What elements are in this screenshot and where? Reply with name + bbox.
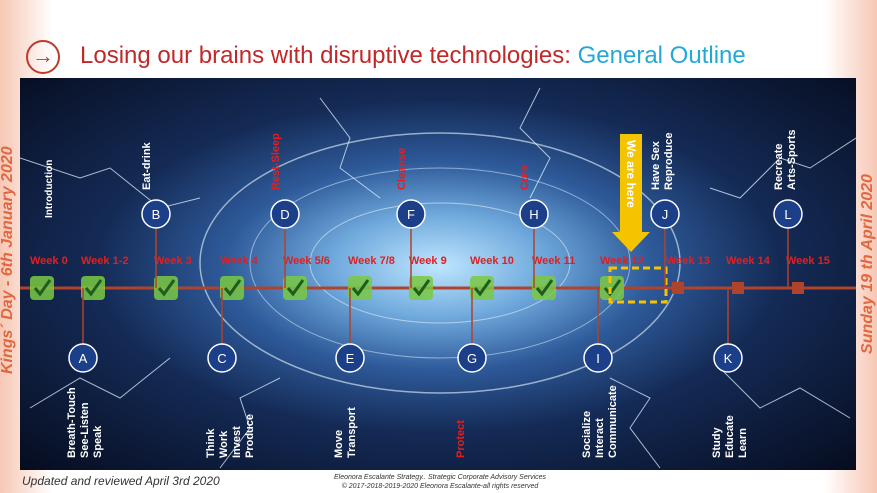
footer-copyright: Eleonora Escalante Strategy.. Strategic … xyxy=(300,473,580,491)
week-label: Week 0 xyxy=(30,255,68,267)
week-label: Week 14 xyxy=(726,255,771,267)
svg-text:H: H xyxy=(529,207,538,222)
arrow-right-circle-icon[interactable]: → xyxy=(26,40,60,74)
week-label: Week 12 xyxy=(600,255,644,267)
svg-text:I: I xyxy=(596,351,600,366)
topic-node-g: G xyxy=(457,343,487,373)
timeline-panel: Week 0 Week 1-2 Week 3 Week 4 Week 5/6 Week 7… xyxy=(20,78,856,470)
topic-node-l: L xyxy=(773,199,803,229)
svg-text:D: D xyxy=(280,207,289,222)
intro-label: Introduction xyxy=(44,160,55,218)
check-icon xyxy=(154,276,178,300)
topic-label: ThinkWorkInvestProduce xyxy=(205,414,256,458)
check-icon xyxy=(532,276,556,300)
topic-node-c: C xyxy=(207,343,237,373)
brain-lightning-background xyxy=(20,87,856,469)
svg-text:B: B xyxy=(152,207,161,222)
svg-text:K: K xyxy=(724,351,733,366)
we-are-here-text: We are here xyxy=(624,140,638,208)
week-marker xyxy=(792,282,804,294)
topic-node-k: K xyxy=(713,343,743,373)
footer-line-1: Eleonora Escalante Strategy.. Strategic … xyxy=(333,474,547,481)
down-arrow-icon xyxy=(612,232,650,252)
topic-node-f: F xyxy=(396,199,426,229)
topic-label: Protect xyxy=(455,420,467,458)
title-accent: General Outline xyxy=(577,42,746,69)
topic-node-a: A xyxy=(68,343,98,373)
check-icon xyxy=(283,276,307,300)
week-label: Week 10 xyxy=(470,255,514,267)
week-label: Week 5/6 xyxy=(283,255,330,267)
svg-text:C: C xyxy=(217,351,226,366)
check-icon xyxy=(348,276,372,300)
week-label: Week 4 xyxy=(220,255,259,267)
topic-node-e: E xyxy=(335,343,365,373)
topic-label: Breath-TouchSee-ListenSpeak xyxy=(66,387,104,458)
svg-text:G: G xyxy=(467,351,477,366)
title-main: Losing our brains with disruptive techno… xyxy=(80,42,578,69)
topic-label: Cleanse xyxy=(396,148,408,190)
current-week-box xyxy=(608,266,668,304)
topic-node-b: B xyxy=(141,199,171,229)
svg-text:A: A xyxy=(79,351,88,366)
check-icon xyxy=(600,276,624,300)
week-label: Week 7/8 xyxy=(348,255,395,267)
topic-label: StudyEducateLearn xyxy=(711,415,749,458)
svg-text:F: F xyxy=(407,207,415,222)
svg-text:E: E xyxy=(346,351,355,366)
side-label-right: Sunday 19 th April 2020 xyxy=(859,174,876,354)
check-icon xyxy=(30,276,54,300)
timeline-svg: Week 0 Week 1-2 Week 3 Week 4 Week 5/6 Week 7… xyxy=(20,129,856,458)
side-label-left: Kings´ Day - 6th January 2020 xyxy=(0,146,16,374)
svg-text:J: J xyxy=(662,207,669,222)
topic-node-d: D xyxy=(270,199,300,229)
topic-label: MoveTransport xyxy=(333,407,358,458)
footer-line-2: © 2017-2018-2019-2020 Eleonora Escalante… xyxy=(341,483,539,490)
topic-label: RecreateArts-Sports xyxy=(773,129,798,190)
check-icon xyxy=(220,276,244,300)
check-icon xyxy=(81,276,105,300)
topic-label: Rest-Sleep xyxy=(270,133,282,190)
week-label: Week 1-2 xyxy=(81,255,129,267)
page-title: Losing our brains with disruptive techno… xyxy=(80,42,746,70)
topic-label: Cure xyxy=(519,165,531,190)
check-icon xyxy=(470,276,494,300)
week-label: Week 3 xyxy=(154,255,192,267)
we-are-here-marker xyxy=(620,134,642,232)
week-label: Week 9 xyxy=(409,255,447,267)
week-label: Week 13 xyxy=(666,255,710,267)
footer-updated: Updated and reviewed April 3rd 2020 xyxy=(22,474,220,488)
topic-node-i: I xyxy=(583,343,613,373)
topic-label: SocializeInteractCommunicate xyxy=(581,385,619,458)
week-marker xyxy=(672,282,684,294)
check-icon xyxy=(409,276,433,300)
week-label: Week 11 xyxy=(532,255,575,267)
topic-label: Have SexReproduce xyxy=(650,133,675,190)
svg-text:L: L xyxy=(784,207,791,222)
topic-node-j: J xyxy=(650,199,680,229)
week-label: Week 15 xyxy=(786,255,830,267)
topic-label: Eat-drink xyxy=(141,141,153,190)
week-marker xyxy=(732,282,744,294)
topic-node-h: H xyxy=(519,199,549,229)
header: → Losing our brains with disruptive tech… xyxy=(0,0,877,78)
